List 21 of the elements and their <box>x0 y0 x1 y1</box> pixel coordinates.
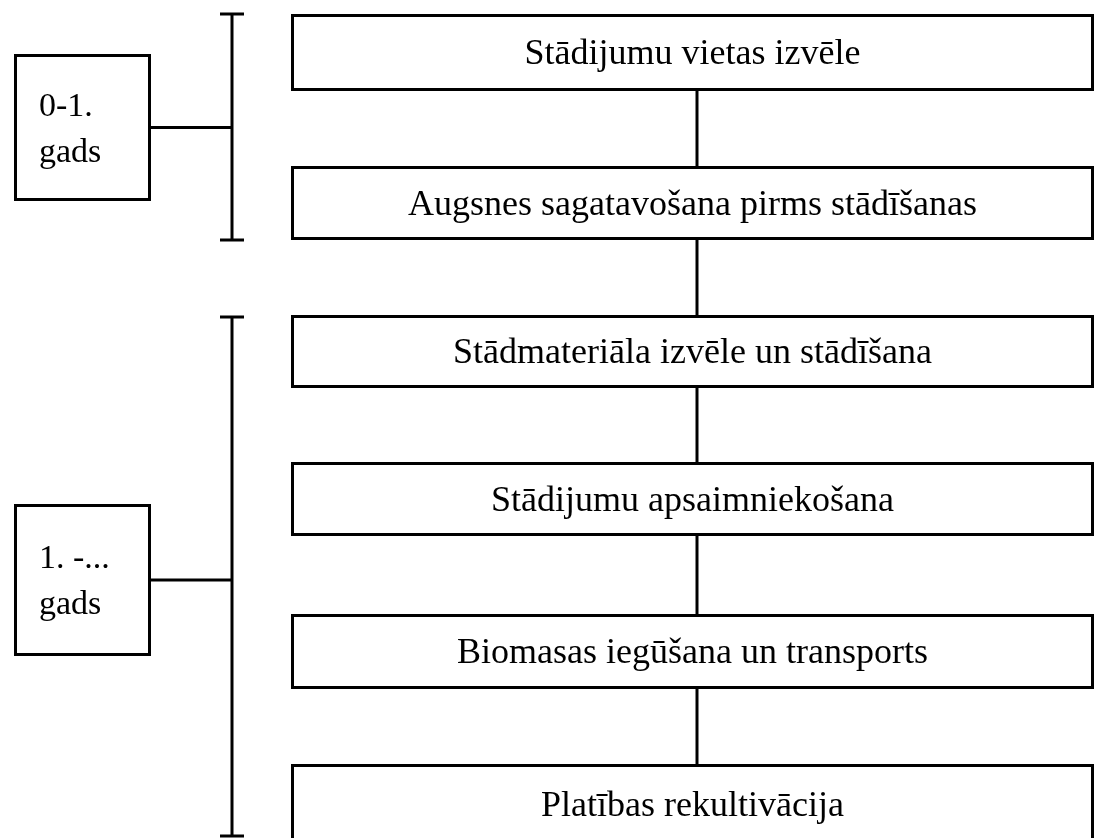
step-box <box>291 614 1094 689</box>
step-label: Platības rekultivācija <box>541 782 844 826</box>
connector-line <box>695 536 699 614</box>
step-label: Stādijumu vietas izvēle <box>524 31 861 75</box>
step-box <box>291 14 1094 91</box>
step-label: Biomasas iegūšana un transports <box>457 630 928 674</box>
step-box <box>291 462 1094 536</box>
connector-line <box>695 240 699 315</box>
period-box <box>14 504 151 656</box>
step-box <box>291 764 1094 838</box>
step-label: Stādmateriāla izvēle un stādīšana <box>453 330 932 374</box>
step-label: Augsnes sagatavošana pirms stādīšanas <box>408 181 977 225</box>
connector-line <box>695 91 699 166</box>
step-box <box>291 166 1094 240</box>
period-box <box>14 54 151 201</box>
connector-line <box>695 388 699 462</box>
step-label: Stādijumu apsaimniekošana <box>491 477 894 521</box>
step-box <box>291 315 1094 388</box>
connector-line <box>695 689 699 764</box>
period-label: 1. -... gads <box>39 537 111 623</box>
period-label: 0-1. gads <box>39 84 103 171</box>
